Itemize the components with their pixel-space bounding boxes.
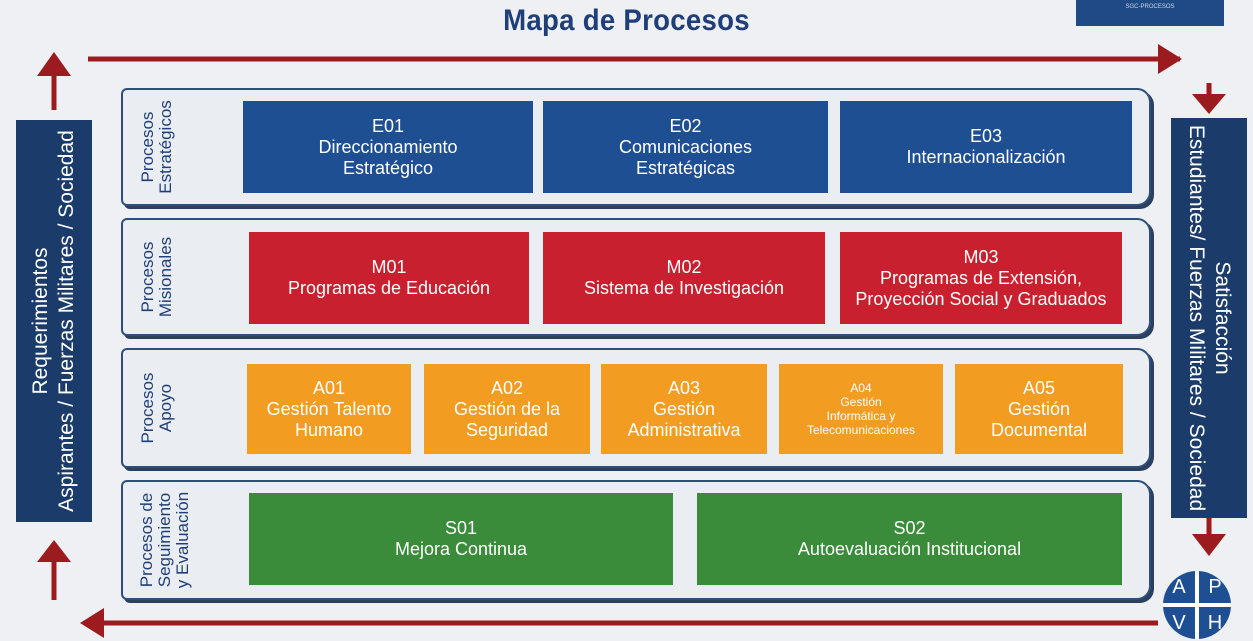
- process-a04[interactable]: A04 Gestión Informática y Telecomunicaci…: [779, 364, 943, 454]
- top-arrow-head: [1158, 44, 1182, 74]
- page-title: Mapa de Procesos: [503, 4, 750, 37]
- process-code: A02: [490, 377, 524, 398]
- apvh-arrow-head: [1192, 534, 1226, 556]
- monitoring-label-3: y Evaluación: [173, 491, 192, 589]
- process-s02[interactable]: S02 Autoevaluación Institucional: [697, 493, 1122, 585]
- process-e01[interactable]: E01 Direccionamiento Estratégico: [243, 101, 533, 193]
- missional-label-1: Procesos: [138, 241, 157, 313]
- process-code: E01: [371, 115, 405, 136]
- process-a05[interactable]: A05 Gestión Documental: [955, 364, 1123, 454]
- process-name: Comunicaciones: [618, 136, 753, 157]
- process-name: Humano: [294, 419, 364, 440]
- process-e03[interactable]: E03 Internacionalización: [840, 101, 1132, 193]
- process-a01[interactable]: A01 Gestión Talento Humano: [247, 364, 411, 454]
- satisfaction-title: Satisfacción: [1211, 261, 1235, 375]
- process-name: Documental: [990, 419, 1088, 440]
- process-m02[interactable]: M02 Sistema de Investigación: [543, 232, 825, 324]
- process-name: Proyección Social y Graduados: [855, 288, 1107, 309]
- process-name: Programas de Educación: [287, 278, 491, 298]
- process-name: Gestión: [652, 398, 716, 419]
- monitoring-processes-row: Procesos de Seguimiento y Evaluación S01…: [121, 480, 1151, 600]
- process-name: Sistema de Investigación: [583, 278, 785, 298]
- process-a03[interactable]: A03 Gestión Administrativa: [601, 364, 767, 454]
- left-up-arrow-top-head: [37, 52, 71, 76]
- process-a02[interactable]: A02 Gestión de la Seguridad: [424, 364, 590, 454]
- missional-label-2: Misionales: [156, 236, 175, 318]
- bottom-arrow-head: [80, 608, 104, 638]
- process-code: E02: [669, 115, 702, 136]
- missional-processes-row: Procesos Misionales M01 Programas de Edu…: [121, 218, 1151, 336]
- right-down-arrow-head: [1192, 94, 1226, 114]
- process-name: Mejora Continua: [394, 539, 528, 559]
- cycle-a: A: [1172, 575, 1186, 598]
- monitoring-label-1: Procesos de: [137, 492, 156, 588]
- left-up-arrow-bottom-head: [37, 540, 71, 562]
- pdca-cycle-icon: A P V H: [1163, 571, 1231, 639]
- process-code: E03: [969, 126, 1003, 146]
- logo: SGC-PROCESOS: [1076, 0, 1224, 26]
- satisfaction-box: Satisfacción Estudiantes/ Fuerzas Milita…: [1171, 118, 1247, 518]
- cycle-h: H: [1207, 611, 1223, 634]
- process-e02[interactable]: E02 Comunicaciones Estratégicas: [543, 101, 828, 193]
- strategic-label-1: Procesos: [138, 111, 157, 183]
- support-label-1: Procesos: [138, 372, 157, 444]
- requirements-title: Requerimientos: [29, 247, 53, 395]
- process-code: S01: [444, 518, 478, 538]
- monitoring-label-2: Seguimiento: [155, 492, 174, 588]
- process-name: Administrativa: [627, 419, 741, 440]
- process-name: Estratégicas: [635, 157, 736, 178]
- process-name: Programas de Extensión,: [879, 267, 1083, 288]
- process-code: M01: [371, 257, 407, 277]
- process-code: M02: [666, 257, 702, 277]
- process-name: Direccionamiento: [318, 136, 458, 157]
- process-name: Gestión: [1007, 398, 1071, 419]
- process-name: Internacionalización: [906, 147, 1066, 167]
- process-name: Telecomunicaciones: [806, 423, 916, 437]
- process-m03[interactable]: M03 Programas de Extensión, Proyección S…: [840, 232, 1122, 324]
- process-code: A05: [1022, 377, 1056, 398]
- process-m01[interactable]: M01 Programas de Educación: [249, 232, 529, 324]
- cycle-v: V: [1172, 611, 1186, 634]
- cycle-p: P: [1208, 575, 1222, 598]
- requirements-subtitle: Aspirantes / Fuerzas Militares / Socieda…: [55, 130, 79, 512]
- support-label-2: Apoyo: [156, 383, 175, 433]
- support-processes-row: Procesos Apoyo A01 Gestión Talento Human…: [121, 348, 1151, 468]
- process-name: Estratégico: [342, 157, 434, 178]
- requirements-box: Requerimientos Aspirantes / Fuerzas Mili…: [16, 120, 92, 522]
- process-name: Gestión: [840, 395, 882, 409]
- process-code: A04: [850, 381, 872, 395]
- process-code: M03: [963, 246, 999, 267]
- strategic-processes-row: Procesos Estratégicos E01 Direccionamien…: [121, 88, 1151, 206]
- process-name: Informática y: [826, 409, 896, 423]
- satisfaction-subtitle: Estudiantes/ Fuerzas Militares / Socieda…: [1185, 124, 1209, 512]
- process-code: S02: [893, 518, 926, 538]
- strategic-label-2: Estratégicos: [156, 100, 175, 194]
- process-code: A03: [667, 377, 701, 398]
- process-name: Gestión Talento: [266, 398, 392, 419]
- process-name: Autoevaluación Institucional: [797, 539, 1022, 559]
- process-name: Seguridad: [465, 419, 549, 440]
- process-s01[interactable]: S01 Mejora Continua: [249, 493, 673, 585]
- process-name: Gestión de la: [453, 398, 561, 419]
- process-code: A01: [312, 377, 346, 398]
